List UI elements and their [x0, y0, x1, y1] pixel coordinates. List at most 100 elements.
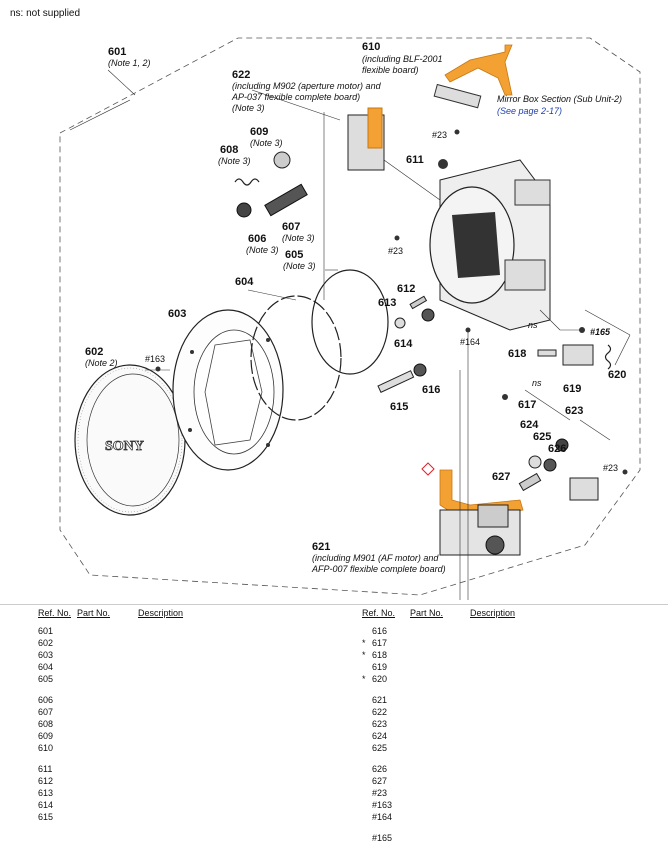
- svg-text:603: 603: [168, 308, 186, 320]
- svg-text:(Note 3): (Note 3): [218, 156, 251, 166]
- svg-text:626: 626: [548, 443, 566, 455]
- label-screw-23-a: #23: [432, 130, 447, 140]
- not-supplied-note: ns: not supplied: [10, 8, 81, 19]
- header-part-no: Part No.: [410, 608, 444, 618]
- label-ns-1: ns: [528, 320, 538, 330]
- callout-618: 618: [508, 348, 526, 360]
- label-screw-23-c: #23: [603, 463, 618, 473]
- svg-text:621: 621: [312, 541, 330, 553]
- worm-607: [264, 183, 308, 217]
- svg-text:(Note 3): (Note 3): [282, 233, 315, 243]
- assembly-boundary: [59, 37, 641, 596]
- table-row: 603: [38, 650, 54, 660]
- mirror-box: [429, 159, 551, 331]
- callout-624: 624: [520, 419, 539, 431]
- svg-text:622: 622: [232, 69, 250, 81]
- header-ref-no: Ref. No.: [362, 608, 396, 618]
- exploded-view-diagram: SONY: [59, 37, 641, 600]
- svg-text:flexible board): flexible board): [362, 65, 419, 75]
- table-row: 618: [372, 650, 388, 660]
- svg-text:624: 624: [520, 419, 539, 431]
- callout-621: 621(including M901 (AF motor) andAFP-007…: [311, 541, 446, 574]
- leader-lines: [69, 69, 631, 600]
- table-row: 614: [38, 800, 54, 810]
- mirror-box-title: Mirror Box Section (Sub Unit-2): [497, 94, 622, 104]
- svg-text:601: 601: [108, 46, 126, 58]
- aperture-motor-622: [347, 107, 385, 171]
- label-screw-163: #163: [145, 354, 165, 364]
- header-ref-no: Ref. No.: [38, 608, 72, 618]
- table-row: 623: [372, 719, 388, 729]
- table-row: 604: [38, 662, 54, 672]
- svg-text:605: 605: [285, 249, 303, 261]
- table-row: 605: [38, 674, 54, 684]
- svg-text:619: 619: [563, 383, 581, 395]
- table-row: 621: [372, 695, 388, 705]
- svg-text:617: 617: [518, 399, 536, 411]
- body-cap-602: SONY: [74, 364, 186, 516]
- callout-625: 625: [533, 431, 551, 443]
- callout-604: 604: [235, 276, 254, 288]
- spring-ring-604: [250, 295, 342, 421]
- table-row: 613: [38, 788, 54, 798]
- table-row: 627: [372, 776, 388, 786]
- table-separator: [0, 604, 668, 605]
- callout-615: 615: [390, 401, 408, 413]
- table-row: 626: [372, 764, 388, 774]
- table-row: #163: [372, 800, 393, 810]
- mount-ring-603: [172, 309, 284, 471]
- svg-text:620: 620: [608, 369, 626, 381]
- table-row: 601: [38, 626, 54, 636]
- callout-617: 617: [518, 399, 536, 411]
- svg-text:615: 615: [390, 401, 408, 413]
- mirror-box-link[interactable]: (See page 2-17): [497, 106, 562, 116]
- svg-text:606: 606: [248, 233, 266, 245]
- svg-text:(including BLF-2001: (including BLF-2001: [362, 54, 443, 64]
- svg-text:609: 609: [250, 126, 268, 138]
- svg-text:612: 612: [397, 283, 415, 295]
- svg-text:618: 618: [508, 348, 526, 360]
- svg-text:(including M902 (aperture moto: (including M902 (aperture motor) and: [232, 81, 382, 91]
- svg-text:(Note 3): (Note 3): [250, 138, 283, 148]
- af-motor-621: [439, 504, 521, 556]
- table-row: 622: [372, 707, 388, 717]
- callout-612: 612: [397, 283, 415, 295]
- spring-608: [234, 178, 260, 186]
- svg-text:AFP-007 flexible complete boar: AFP-007 flexible complete board): [311, 564, 446, 574]
- table-row: 619: [372, 662, 388, 672]
- callout-623: 623: [565, 405, 583, 417]
- svg-text:607: 607: [282, 221, 300, 233]
- table-row: #164: [372, 812, 393, 822]
- svg-text:625: 625: [533, 431, 551, 443]
- table-row: 602: [38, 638, 54, 648]
- table-row: 608: [38, 719, 54, 729]
- table-row: 616: [372, 626, 388, 636]
- flex-board-610-plate: [433, 83, 482, 109]
- screws: [155, 129, 628, 475]
- svg-text:(Note 3): (Note 3): [246, 245, 279, 255]
- red-marker: [421, 462, 435, 476]
- callout-603: 603: [168, 308, 186, 320]
- table-row: 625: [372, 743, 388, 753]
- svg-text:602: 602: [85, 346, 103, 358]
- table-row: 617: [372, 638, 388, 648]
- callout-619: 619: [563, 383, 581, 395]
- table-row: 620: [372, 674, 388, 684]
- callout-608: 608(Note 3): [218, 144, 251, 166]
- callout-613: 613: [378, 297, 396, 309]
- svg-text:(Note 1, 2): (Note 1, 2): [108, 58, 151, 68]
- label-screw-165: #165: [590, 327, 611, 337]
- new-part-marker: *: [362, 674, 366, 684]
- svg-text:608: 608: [220, 144, 238, 156]
- svg-text:611: 611: [406, 154, 424, 166]
- svg-text:613: 613: [378, 297, 396, 309]
- svg-text:627: 627: [492, 471, 510, 483]
- callout-606: 606(Note 3): [246, 233, 279, 255]
- callout-627: 627: [492, 471, 510, 483]
- table-row: 607: [38, 707, 54, 717]
- table-row: #165: [372, 833, 393, 843]
- flex-board-610: [444, 44, 513, 96]
- table-row: 615: [38, 812, 54, 822]
